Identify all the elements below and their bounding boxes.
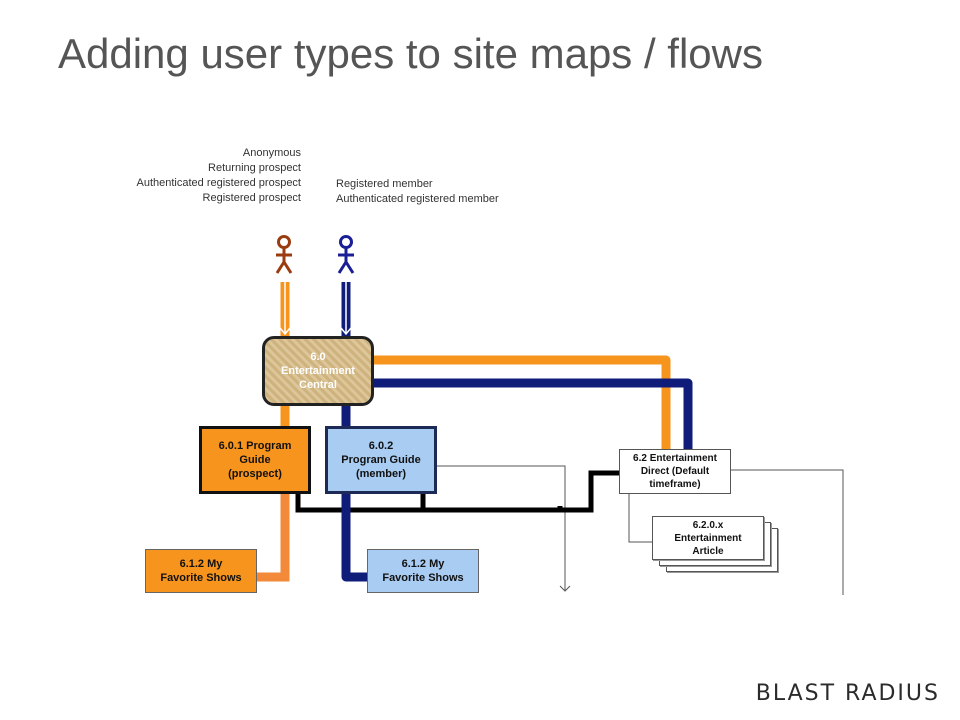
thin-connectors — [437, 465, 844, 595]
node-label: 6.0 — [310, 351, 326, 363]
node-label: 6.0.1 Program — [218, 440, 292, 452]
node-entertainment-article: 6.2.0.x Entertainment Article — [652, 516, 764, 560]
node-entertainment-central: 6.0 Entertainment Central — [262, 336, 374, 406]
node-favorite-shows-member: 6.1.2 My Favorite Shows — [367, 549, 479, 593]
black-connector — [295, 470, 619, 513]
prospect-flow-light — [257, 494, 290, 582]
node-label: 6.2.0.x — [692, 519, 724, 531]
arrowhead — [279, 327, 291, 336]
thin-connector — [437, 465, 566, 590]
node-label: 6.1.2 My — [179, 558, 223, 570]
node-program-guide-member: 6.0.2 Program Guide (member) — [325, 426, 437, 494]
node-label: Favorite Shows — [160, 572, 242, 584]
node-label: 6.2 Entertainment — [633, 453, 717, 464]
user-type-label: Authenticated registered member — [336, 193, 499, 205]
node-label: Direct (Default — [640, 466, 710, 477]
blast-radius-logo: BLAST RADIUS — [755, 681, 940, 706]
thin-connector — [628, 494, 652, 543]
user-type-label: Anonymous — [242, 147, 301, 159]
node-label: timeframe) — [649, 479, 701, 490]
node-label: (member) — [355, 468, 407, 480]
member-user-icon — [337, 235, 355, 274]
node-label: Program Guide — [341, 454, 421, 466]
node-program-guide-prospect: 6.0.1 Program Guide (prospect) — [199, 426, 311, 494]
node-favorite-shows-prospect: 6.1.2 My Favorite Shows — [145, 549, 257, 593]
node-entertainment-direct: 6.2 Entertainment Direct (Default timefr… — [619, 449, 731, 494]
node-label: Guide — [239, 454, 271, 466]
user-type-label: Registered member — [336, 178, 433, 190]
user-type-label: Authenticated registered prospect — [136, 177, 302, 189]
thin-connector — [731, 469, 844, 595]
arrowhead — [559, 585, 571, 592]
node-label: Article — [692, 545, 724, 557]
node-label: 6.0.2 — [368, 440, 394, 452]
user-type-label: Registered prospect — [202, 192, 301, 204]
node-label: Entertainment — [281, 365, 355, 377]
node-label: (prospect) — [228, 468, 282, 480]
prospect-user-types: Anonymous Returning prospect Authenticat… — [137, 146, 302, 206]
user-type-label: Returning prospect — [208, 162, 301, 174]
page-title: Adding user types to site maps / flows — [58, 30, 763, 77]
prospect-user-icon — [275, 235, 293, 274]
node-label: Central — [299, 379, 337, 391]
node-label: 6.1.2 My — [401, 558, 445, 570]
node-label: Favorite Shows — [382, 572, 464, 584]
member-user-types: Registered member Authenticated register… — [336, 177, 499, 207]
node-label: Entertainment — [674, 532, 742, 544]
arrowhead — [340, 327, 352, 336]
